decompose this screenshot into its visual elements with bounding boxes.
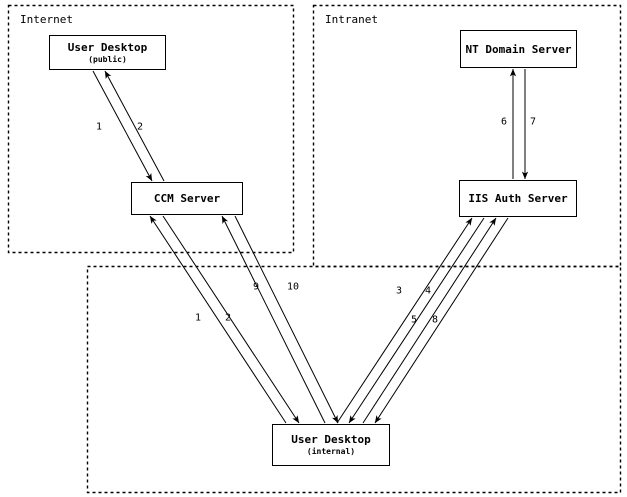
connector-edge-5 (362, 217, 497, 424)
zone-boundary-internet (7, 4, 295, 254)
zone-boundary-internal (86, 265, 622, 494)
connector-label-edge-10: 10 (286, 281, 300, 293)
zone-label-intranet: Intranet (325, 13, 378, 26)
connector-edge-10 (234, 215, 339, 424)
node-iis-auth-server[interactable]: IIS Auth Server (459, 180, 577, 217)
connector-label-edge-9: 9 (252, 281, 260, 293)
connector-edge-1-public (92, 70, 153, 182)
connector-edge-2-internal (162, 215, 300, 424)
node-subtitle-user-desktop-internal: (internal) (306, 447, 356, 456)
connector-label-edge-1-public: 1 (95, 121, 103, 133)
node-ccm-server[interactable]: CCM Server (131, 182, 243, 215)
node-nt-domain-server[interactable]: NT Domain Server (460, 30, 577, 68)
connector-label-edge-2-internal: 2 (224, 312, 232, 324)
connector-label-edge-6: 6 (500, 116, 508, 128)
node-title-iis-auth-server: IIS Auth Server (468, 192, 568, 205)
connector-label-edge-2-public: 2 (136, 121, 144, 133)
connector-edge-2-public (104, 70, 165, 182)
connector-label-edge-4: 4 (424, 285, 432, 297)
connector-edge-8 (374, 217, 509, 424)
connector-edge-1-internal (149, 215, 287, 424)
connector-edge-3 (336, 217, 473, 424)
node-user-desktop-internal[interactable]: User Desktop(internal) (272, 424, 390, 466)
connector-label-edge-7: 7 (529, 116, 537, 128)
connector-edge-9 (221, 215, 326, 424)
connector-label-edge-3: 3 (395, 285, 403, 297)
node-subtitle-user-desktop-public: (public) (88, 54, 127, 64)
connector-label-edge-1-internal: 1 (194, 312, 202, 324)
zone-label-internet: Internet (20, 13, 73, 26)
connector-label-edge-5: 5 (410, 314, 418, 326)
node-title-user-desktop-internal: User Desktop (291, 433, 371, 446)
connector-edge-4 (348, 217, 485, 424)
node-title-ccm-server: CCM Server (153, 192, 221, 205)
node-title-user-desktop-public: User Desktop (67, 40, 148, 54)
connector-label-edge-8: 8 (431, 314, 439, 326)
node-title-nt-domain-server: NT Domain Server (465, 42, 572, 56)
node-user-desktop-public[interactable]: User Desktop(public) (49, 35, 166, 70)
